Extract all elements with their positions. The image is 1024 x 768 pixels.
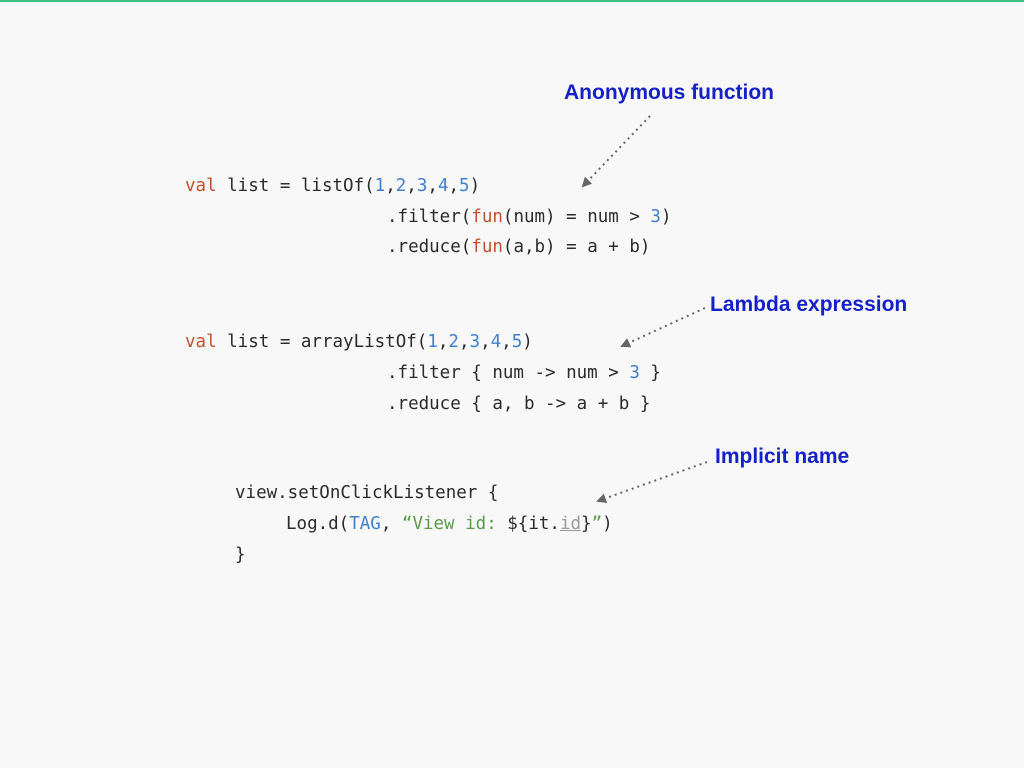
code-token: 3	[629, 363, 640, 383]
code-token: val	[185, 176, 217, 196]
code-block3-line1: view.setOnClickListener {	[235, 482, 498, 504]
code-token: list = arrayListOf(	[216, 332, 428, 352]
code-token: )	[660, 207, 672, 227]
code-token: ,	[437, 332, 449, 352]
code-token: )	[469, 176, 481, 196]
code-block2-line3: .reduce { a, b -> a + b }	[387, 393, 650, 415]
code-token: )	[522, 332, 533, 352]
code-block2-line2: .filter { num -> num > 3 }	[387, 362, 661, 384]
code-token: id	[559, 514, 582, 534]
code-token: 2	[448, 332, 459, 352]
arrow-lambda-expression	[620, 307, 706, 348]
code-token: 3	[416, 176, 428, 196]
code-token: ,	[448, 176, 460, 196]
code-token: ,	[380, 514, 402, 534]
code-block1-line2: .filter(fun(num) = num > 3)	[387, 206, 672, 228]
code-token: fun	[471, 237, 503, 257]
code-token: .reduce { a, b -> a + b }	[387, 394, 651, 414]
code-token: 5	[511, 332, 523, 352]
top-accent-rule	[0, 0, 1024, 2]
code-block2-line1: val list = arrayListOf(1,2,3,4,5)	[185, 331, 533, 353]
code-token: Log.d(	[286, 514, 350, 534]
code-block3-line2: Log.d(TAG, “View id: ${it.id}”)	[286, 513, 613, 535]
annotation-implicit-name: Implicit name	[715, 445, 850, 468]
annotation-lambda-expression: Lambda expression	[710, 293, 908, 316]
code-token: 3	[469, 332, 481, 352]
code-token: ,	[458, 332, 470, 352]
code-token: .reduce(	[387, 237, 472, 257]
code-token: 5	[459, 176, 470, 196]
code-token: ,	[480, 332, 491, 352]
code-token: val	[185, 332, 217, 352]
code-token: 4	[437, 176, 449, 196]
code-token: (num) = num >	[502, 207, 651, 227]
annotation-anonymous-function: Anonymous function	[564, 81, 774, 104]
code-token: }	[639, 363, 661, 383]
code-token: TAG	[349, 514, 381, 534]
code-token: (a,b) = a + b)	[502, 237, 651, 257]
code-block3-line3: }	[235, 544, 246, 566]
code-token: .filter { num -> num >	[387, 363, 630, 383]
code-token: ,	[427, 176, 438, 196]
code-token: }	[581, 514, 592, 534]
arrow-implicit-name	[596, 461, 708, 504]
code-block1-line3: .reduce(fun(a,b) = a + b)	[387, 236, 650, 258]
arrow-anonymous-function	[581, 115, 651, 188]
code-token: .filter(	[387, 207, 472, 227]
code-token: 1	[427, 332, 438, 352]
code-token: 1	[374, 176, 386, 196]
code-token: fun	[471, 207, 503, 227]
code-token: ,	[385, 176, 396, 196]
code-token: view.setOnClickListener {	[235, 483, 499, 503]
code-token: ${it.	[507, 514, 560, 534]
code-token: 3	[650, 207, 661, 227]
code-token: 4	[490, 332, 502, 352]
code-token: 2	[395, 176, 407, 196]
code-token: ,	[406, 176, 417, 196]
code-token: “View id:	[401, 514, 508, 534]
code-block1-line1: val list = listOf(1,2,3,4,5)	[185, 175, 480, 197]
code-token: list = listOf(	[216, 176, 375, 196]
code-token: ,	[501, 332, 512, 352]
code-token: ”	[591, 514, 603, 534]
code-token: }	[235, 545, 246, 565]
code-token: )	[602, 514, 613, 534]
